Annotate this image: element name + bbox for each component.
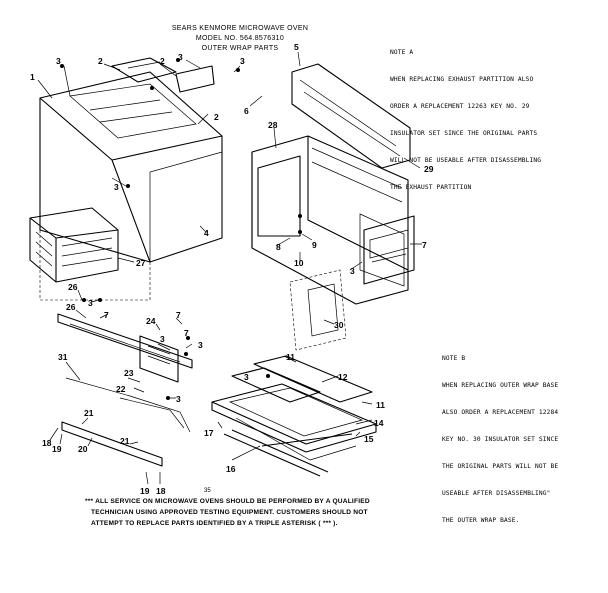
service-warning: *** ALL SERVICE ON MICROWAVE OVENS SHOUL…	[85, 496, 425, 529]
callout-7: 7	[184, 328, 189, 338]
page-code: 35	[204, 488, 211, 494]
callout-1: 1	[30, 72, 35, 82]
note-b-line: WHEN REPLACING OUTER WRAP BASE	[442, 382, 559, 389]
callout-24: 24	[146, 316, 156, 326]
callout-31: 31	[58, 352, 68, 362]
note-b-line: THE ORIGINAL PARTS WILL NOT BE	[442, 463, 559, 470]
blower-assembly-part	[29, 207, 119, 283]
outer-wrap-base-part	[211, 355, 377, 461]
callout-15: 15	[364, 434, 374, 444]
callout-labels: 1 2 3 3 2 3 2 3 5 6 28 29 4 27 8 9 10 7 …	[30, 42, 434, 496]
warning-line: TECHNICIAN USING APPROVED TESTING EQUIPM…	[91, 509, 368, 516]
callout-7: 7	[104, 310, 109, 320]
header-title: SEARS KENMORE MICROWAVE OVEN	[171, 25, 309, 32]
callout-3: 3	[244, 372, 249, 382]
callout-27: 27	[136, 258, 146, 268]
exhaust-partition-part	[291, 63, 411, 169]
callout-30: 30	[334, 320, 344, 330]
callout-19: 19	[140, 486, 150, 496]
latch-part	[139, 335, 179, 383]
callout-18: 18	[42, 438, 52, 448]
callout-19: 19	[52, 444, 62, 454]
callout-9: 9	[312, 240, 317, 250]
control-panel-part	[363, 215, 415, 285]
outer-wrap-part	[39, 71, 223, 301]
callout-2: 2	[160, 56, 165, 66]
callout-10: 10	[294, 258, 304, 268]
callout-3: 3	[198, 340, 203, 350]
note-a: NOTE A WHEN REPLACING EXHAUST PARTITION …	[390, 30, 541, 201]
callout-20: 20	[78, 444, 88, 454]
note-b-title: NOTE B	[442, 355, 466, 362]
base-rail-part	[223, 429, 353, 477]
callout-21: 21	[84, 408, 94, 418]
top-cover-part	[111, 57, 215, 93]
note-a-title: NOTE A	[390, 49, 414, 56]
callout-28: 28	[268, 120, 278, 130]
note-a-line: WILL NOT BE USEABLE AFTER DISASSEMBLING	[390, 157, 542, 164]
callout-29: 29	[424, 164, 434, 174]
note-b-line: ALSO ORDER A REPLACEMENT 12284	[442, 409, 559, 416]
note-a-line: WHEN REPLACING EXHAUST PARTITION ALSO	[390, 76, 534, 83]
callout-5: 5	[294, 42, 299, 52]
diagram-header: SEARS KENMORE MICROWAVE OVEN MODEL NO. 5…	[140, 24, 340, 54]
warning-line: *** ALL SERVICE ON MICROWAVE OVENS SHOUL…	[85, 498, 370, 505]
note-b-line: KEY NO. 30 INSULATOR SET SINCE	[442, 436, 559, 443]
callout-8: 8	[276, 242, 281, 252]
bottom-rail-part	[61, 421, 163, 467]
callout-3: 3	[350, 266, 355, 276]
callout-12: 12	[338, 372, 348, 382]
warning-line: ATTEMPT TO REPLACE PARTS IDENTIFIED BY A…	[91, 520, 338, 527]
callout-21: 21	[120, 436, 130, 446]
callout-11: 11	[376, 400, 385, 410]
callout-11: 11	[286, 352, 295, 362]
callout-23: 23	[124, 368, 134, 378]
callout-18: 18	[156, 486, 166, 496]
callout-3: 3	[114, 182, 119, 192]
callout-14: 14	[374, 418, 384, 428]
callout-3: 3	[178, 52, 183, 62]
header-model: MODEL NO. 564.8576310	[195, 35, 285, 42]
callout-16: 16	[226, 464, 236, 474]
note-a-line: THE EXHAUST PARTITION	[390, 184, 472, 191]
note-b-line: USEABLE AFTER DISASSEMBLING"	[442, 490, 551, 497]
callout-3: 3	[160, 334, 165, 344]
screw-set	[60, 58, 302, 400]
callout-17: 17	[204, 428, 214, 438]
mounting-rail-part	[57, 313, 193, 369]
note-b-line: THE OUTER WRAP BASE.	[442, 517, 520, 524]
note-a-line: INSULATOR SET SINCE THE ORIGINAL PARTS	[390, 130, 538, 137]
callout-26: 26	[68, 282, 78, 292]
callout-26: 26	[66, 302, 76, 312]
inner-cavity-part	[251, 135, 409, 305]
callout-3: 3	[240, 56, 245, 66]
leader-lines	[37, 51, 422, 485]
callout-3: 3	[176, 394, 181, 404]
header-section: OUTER WRAP PARTS	[201, 45, 279, 52]
note-b: NOTE B WHEN REPLACING OUTER WRAP BASE AL…	[442, 336, 558, 534]
wire-harness-part	[65, 377, 191, 433]
callout-7: 7	[176, 310, 181, 320]
callout-3: 3	[88, 298, 93, 308]
callout-3: 3	[56, 56, 61, 66]
callout-6: 6	[244, 106, 249, 116]
callout-4: 4	[204, 228, 209, 238]
callout-2: 2	[98, 56, 103, 66]
insulator-part	[289, 269, 347, 351]
callout-22: 22	[116, 384, 126, 394]
callout-7: 7	[422, 240, 427, 250]
callout-2: 2	[214, 112, 219, 122]
note-a-line: ORDER A REPLACEMENT 12263 KEY NO. 29	[390, 103, 530, 110]
